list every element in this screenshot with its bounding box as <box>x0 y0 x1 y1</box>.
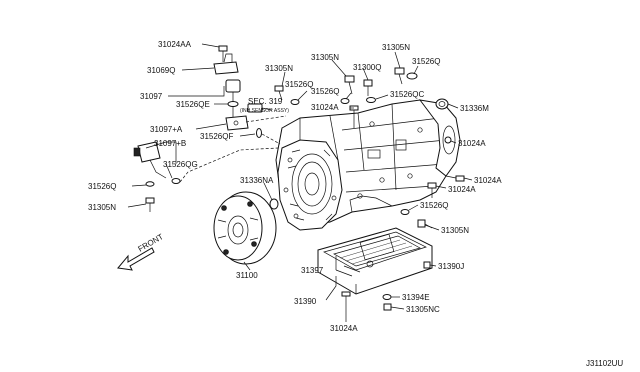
callout-31024A-bottom: 31024A <box>330 324 358 333</box>
callout-31394E: 31394E <box>402 293 430 302</box>
callout-31024A-top: 31024A <box>311 103 339 112</box>
callout-31300Q: 31300Q <box>353 63 381 72</box>
callout-31305N-top-left: 31305N <box>265 64 293 73</box>
callout-31397: 31397 <box>301 266 324 275</box>
callout-labels: 31024AA 31069Q 31097 31526QE 31097+A 315… <box>88 40 502 333</box>
callout-31069Q: 31069Q <box>147 66 175 75</box>
callout-31526QG: 31526QG <box>163 160 198 169</box>
front-arrow: FRONT <box>117 232 165 271</box>
section-reference: SEC. 319 (INH SENSOR ASSY) <box>240 97 289 114</box>
sec-sublabel: (INH SENSOR ASSY) <box>240 108 289 114</box>
callout-31526Q-top-left: 31526Q <box>285 80 313 89</box>
callout-31305NC: 31305NC <box>406 305 440 314</box>
callout-31024AA: 31024AA <box>158 40 192 49</box>
oil-pan <box>317 227 433 295</box>
callout-31526Q-top-right: 31526Q <box>412 57 440 66</box>
diagram-code: J31102UU <box>586 359 623 368</box>
callout-31336M: 31336M <box>460 104 489 113</box>
inhibitor-sensor-connector <box>247 103 273 113</box>
callout-31024A-right-bottom: 31024A <box>448 185 476 194</box>
right-fittings <box>269 136 465 318</box>
callout-31024A-right-lower: 31024A <box>474 176 502 185</box>
callout-31305N-top-center: 31305N <box>311 53 339 62</box>
callout-31526Q-right: 31526Q <box>420 201 448 210</box>
callout-31526QE: 31526QE <box>176 100 210 109</box>
callout-31305N-left: 31305N <box>88 203 116 212</box>
callout-31526Q-left: 31526Q <box>88 182 116 191</box>
callout-31097: 31097 <box>140 92 163 101</box>
sec-label: SEC. 319 <box>248 97 283 106</box>
cooler-pipe-assembly <box>133 45 287 212</box>
callout-31024A-right: 31024A <box>458 139 486 148</box>
callout-31526QC: 31526QC <box>390 90 424 99</box>
callout-31097-B: 31097+B <box>154 139 186 148</box>
callout-31305N-right: 31305N <box>441 226 469 235</box>
callout-31390J: 31390J <box>438 262 464 271</box>
callout-31390: 31390 <box>294 297 317 306</box>
torque-converter <box>213 191 277 265</box>
transmission-case <box>275 99 461 231</box>
callout-31526QF: 31526QF <box>200 132 233 141</box>
callout-31100: 31100 <box>236 271 258 280</box>
callout-31305N-top-right: 31305N <box>382 43 410 52</box>
callout-31526Q-center: 31526Q <box>311 87 339 96</box>
leader-lines <box>127 43 473 322</box>
callout-31097-A: 31097+A <box>150 125 183 134</box>
callout-31336NA: 31336NA <box>240 176 274 185</box>
